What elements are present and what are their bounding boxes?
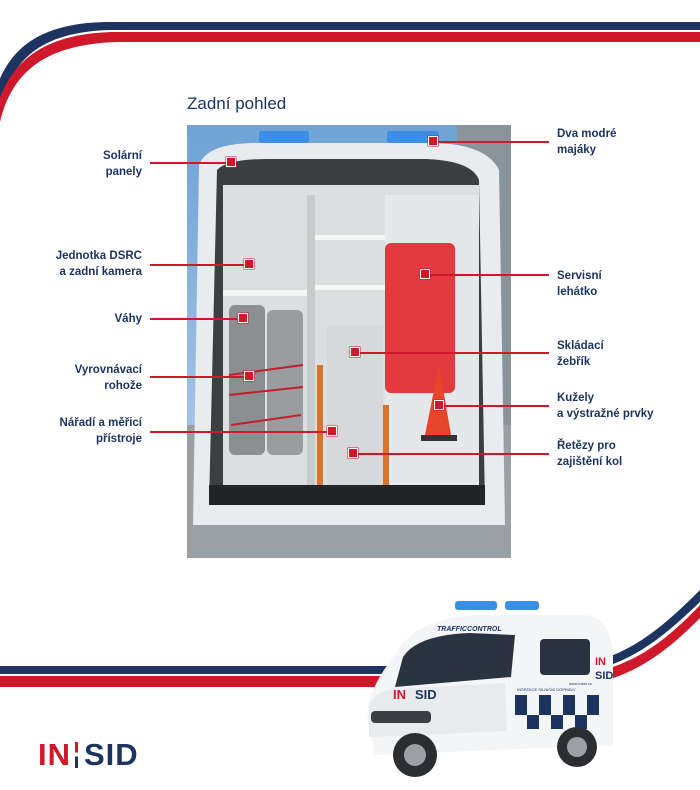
marker-ladder: [350, 347, 360, 357]
callout-scales: Váhy: [114, 313, 143, 325]
van-website: www.insid.cz: [569, 681, 592, 686]
van-logo-left: IN: [393, 687, 406, 702]
section-title: Zadní pohled: [187, 94, 287, 113]
van-side-logo-right: SID: [595, 670, 613, 682]
marker-stretcher: [420, 269, 430, 279]
marker-chains: [348, 448, 358, 458]
leader-beacons: [436, 141, 549, 143]
van-logo-right: SID: [415, 687, 437, 702]
van-side-logo-left: IN: [595, 656, 606, 668]
leader-cones: [442, 405, 549, 407]
marker-mats: [244, 371, 254, 381]
leader-chains: [356, 453, 549, 455]
leader-mats: [150, 376, 248, 378]
marker-cones: [434, 400, 444, 410]
leader-tools: [150, 431, 330, 433]
van-roof-text-2: CONTROL: [467, 626, 502, 633]
marker-beacons: [428, 136, 438, 146]
van-illustration: TRAFFIC CONTROL IN SID IN SID INSPEKCE S…: [367, 601, 613, 777]
leader-solar: [150, 162, 230, 164]
leader-ladder: [358, 352, 549, 354]
marker-dsrc: [244, 259, 254, 269]
marker-solar: [226, 157, 236, 167]
van-interior-photo: [187, 125, 511, 558]
leader-stretcher: [428, 274, 549, 276]
marker-tools: [327, 426, 337, 436]
van-side-small-text: INSPEKCE SILNIČNÍ DOPRAVY: [517, 687, 576, 692]
van-roof-text-1: TRAFFIC: [437, 626, 468, 633]
leader-scales: [150, 318, 242, 320]
leader-dsrc: [150, 264, 248, 266]
marker-scales: [238, 313, 248, 323]
